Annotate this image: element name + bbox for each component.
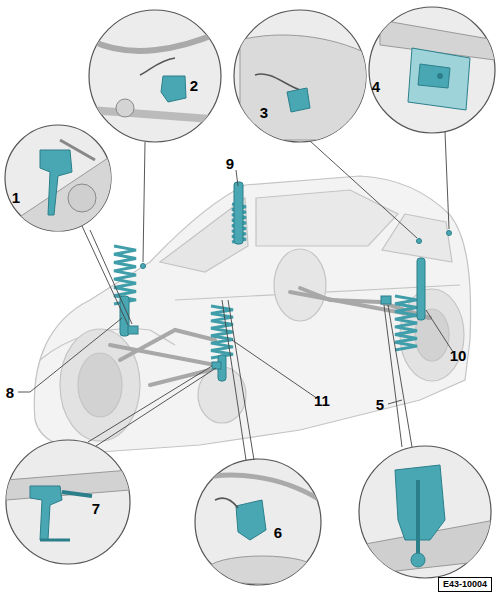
callout-number: 1 xyxy=(10,189,22,206)
callout-number: 3 xyxy=(258,104,270,121)
inset-detail xyxy=(89,10,225,142)
inset-detail xyxy=(6,440,130,564)
inset-detail xyxy=(359,446,495,578)
callout-number: 9 xyxy=(224,155,236,172)
inset-detail xyxy=(369,7,495,133)
coil-spring xyxy=(395,296,417,350)
callout-number: 7 xyxy=(90,500,102,517)
callout-number: 11 xyxy=(312,392,332,409)
inset-detail xyxy=(0,125,120,240)
axle-structure xyxy=(110,288,430,385)
callout-number: 5 xyxy=(374,396,386,413)
coil-spring xyxy=(114,246,136,304)
car-body xyxy=(34,176,470,452)
callout-number: 8 xyxy=(4,384,16,401)
strut-parts xyxy=(120,182,452,381)
figure-number: E43-10004 xyxy=(438,577,492,592)
inset-detail xyxy=(195,459,321,585)
callout-number: 2 xyxy=(188,77,200,94)
inset-detail xyxy=(234,10,370,142)
callout-number: 6 xyxy=(272,524,284,541)
callout-number: 10 xyxy=(448,347,469,364)
callout-number: 4 xyxy=(370,78,382,95)
spring-group xyxy=(114,204,417,358)
